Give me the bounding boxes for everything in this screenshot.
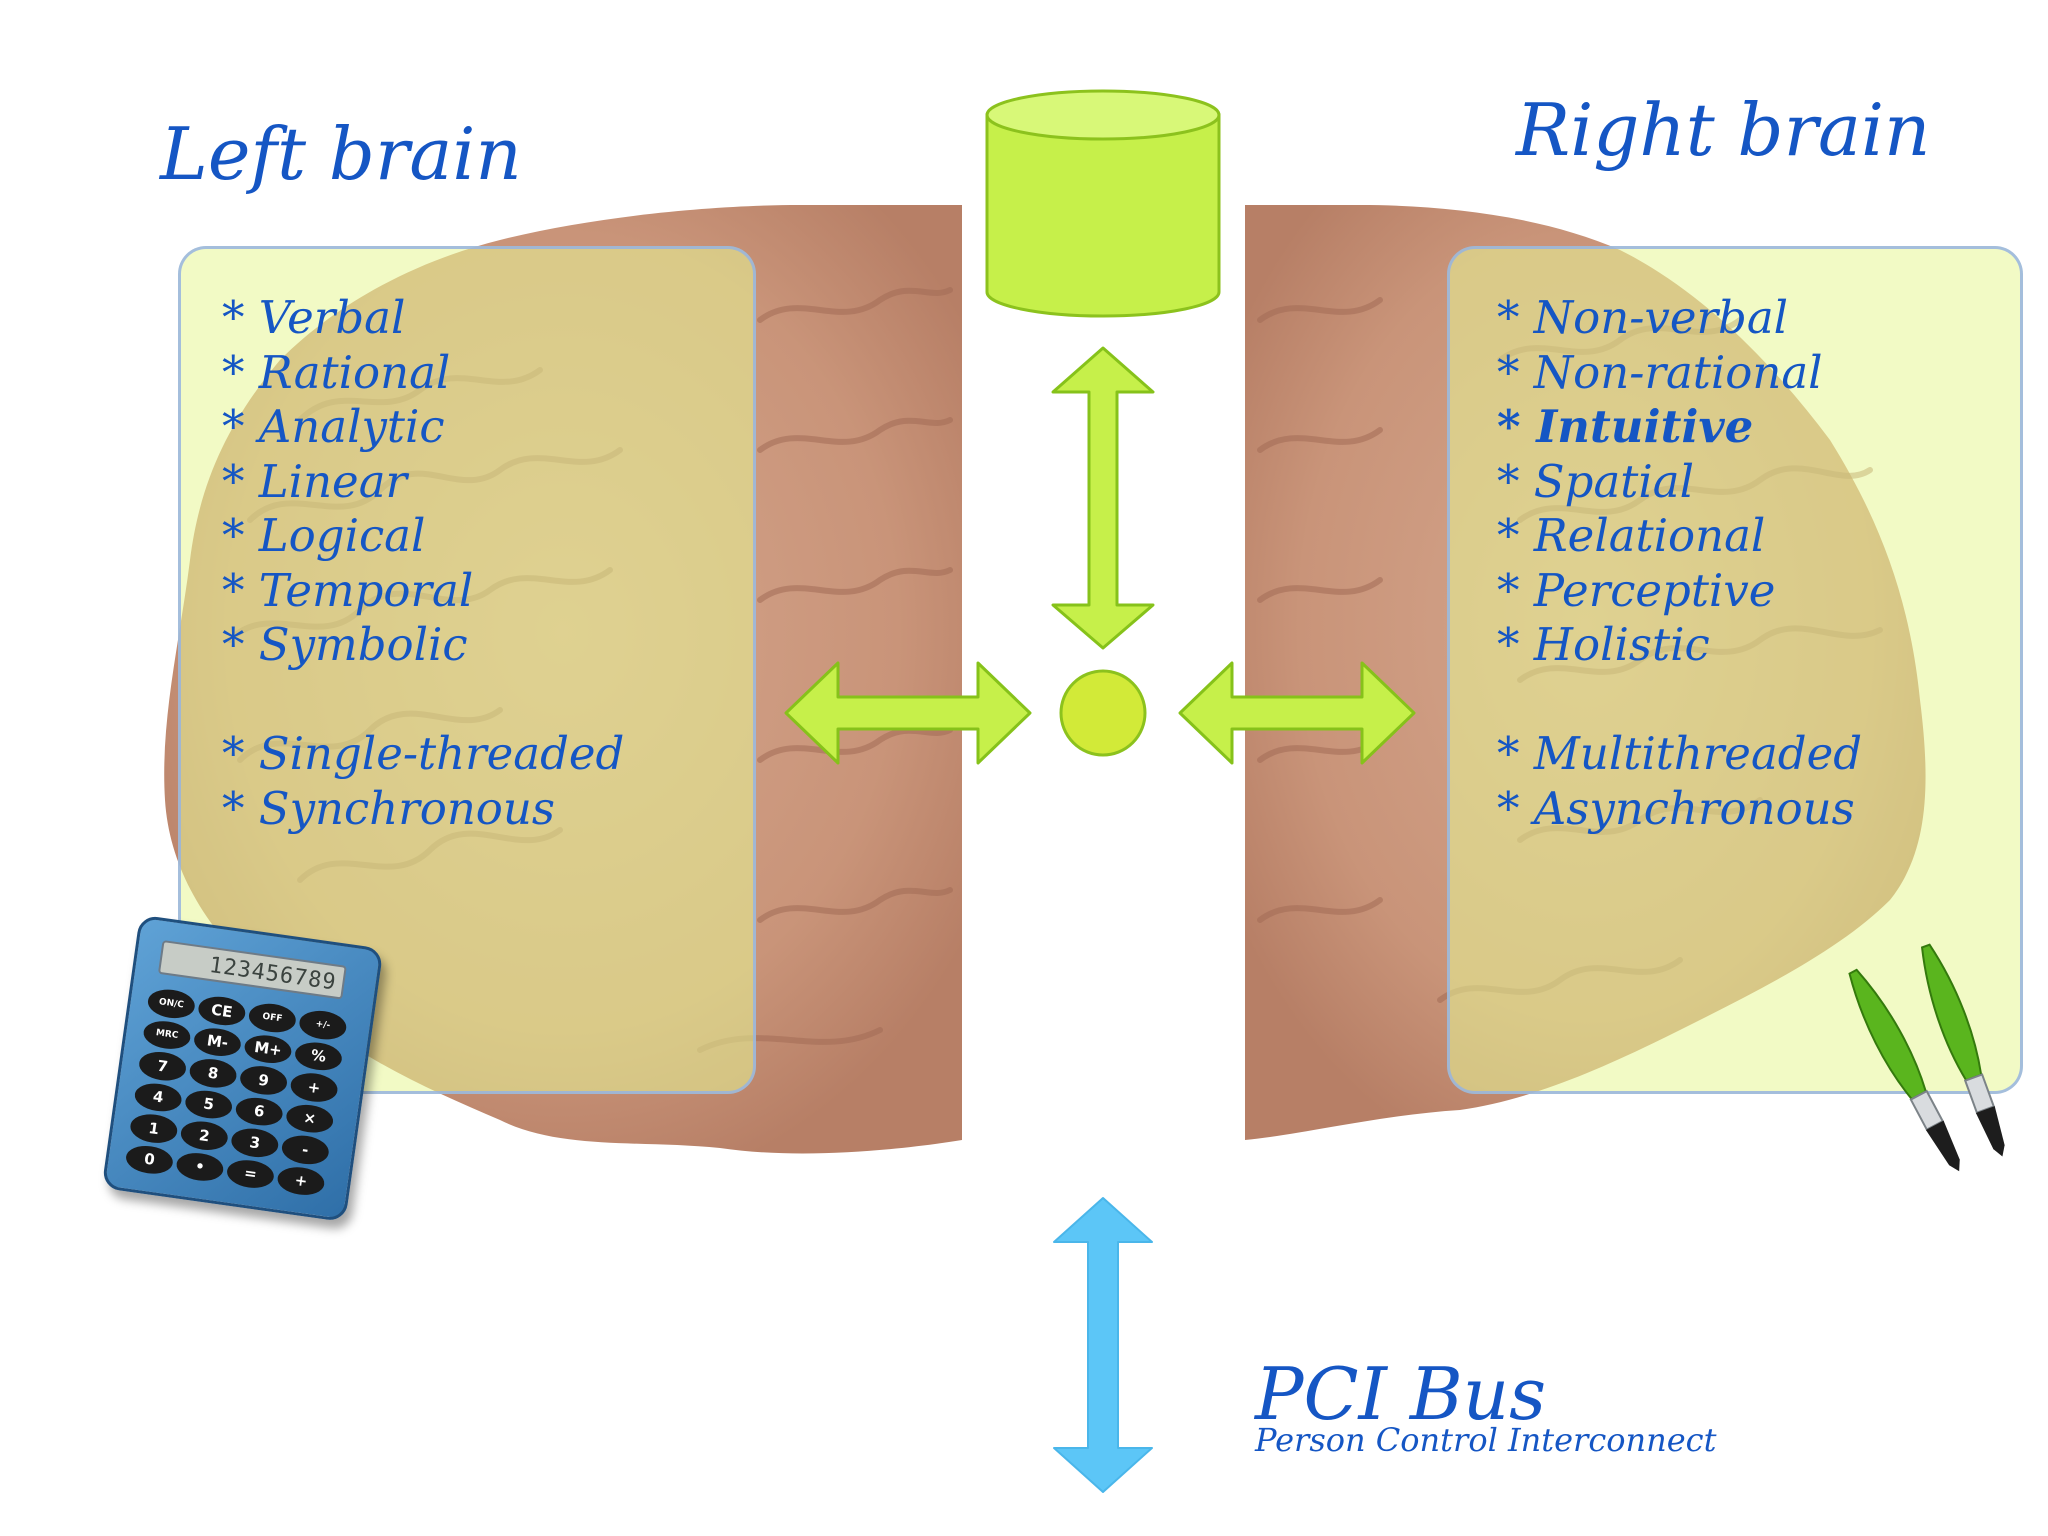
right-trait-non-rational: * Non-rational [1497, 345, 1823, 399]
left-trait-temporal: * Temporal [222, 563, 474, 617]
right-double-arrow-icon [1178, 661, 1416, 765]
bus-arrow-icon [1053, 1197, 1153, 1493]
bus-subtitle: Person Control Interconnect [1255, 1421, 1717, 1459]
left-brain-heading: Left brain [160, 112, 522, 196]
left-trait-rational: * Rational [222, 345, 451, 399]
bus-title: PCI Bus [1255, 1352, 1547, 1436]
right-trait-spatial: * Spatial [1497, 454, 1694, 508]
right-trait-perceptive: * Perceptive [1497, 563, 1776, 617]
database-cylinder-icon [985, 89, 1221, 318]
right-trait-non-verbal: * Non-verbal [1497, 291, 1789, 344]
left-double-arrow-icon [784, 661, 1032, 765]
right-trait-relational: * Relational [1497, 509, 1766, 562]
left-trait-synchronous: * Synchronous [222, 781, 555, 835]
right-brain-heading: Right brain [1516, 88, 1931, 172]
right-trait-asynchronous: * Asynchronous [1497, 781, 1855, 835]
right-trait-intuitive: * Intuitive [1497, 400, 1754, 453]
left-trait-verbal: * Verbal [222, 291, 406, 344]
left-trait-symbolic: * Symbolic [222, 618, 468, 671]
left-brain-traits: * Verbal * Rational * Analytic * Linear … [222, 291, 624, 836]
left-trait-linear: * Linear [222, 454, 408, 508]
left-trait-logical: * Logical [222, 509, 426, 562]
vertical-double-arrow-icon [1051, 346, 1155, 650]
left-trait-single-threaded: * Single-threaded [222, 727, 625, 780]
right-brain-traits: * Non-verbal * Non-rational * Intuitive … [1497, 291, 1862, 836]
center-node-icon [1059, 669, 1147, 757]
right-trait-holistic: * Holistic [1497, 618, 1710, 671]
right-trait-multithreaded: * Multithreaded [1497, 727, 1863, 780]
left-trait-analytic: * Analytic [222, 400, 445, 453]
